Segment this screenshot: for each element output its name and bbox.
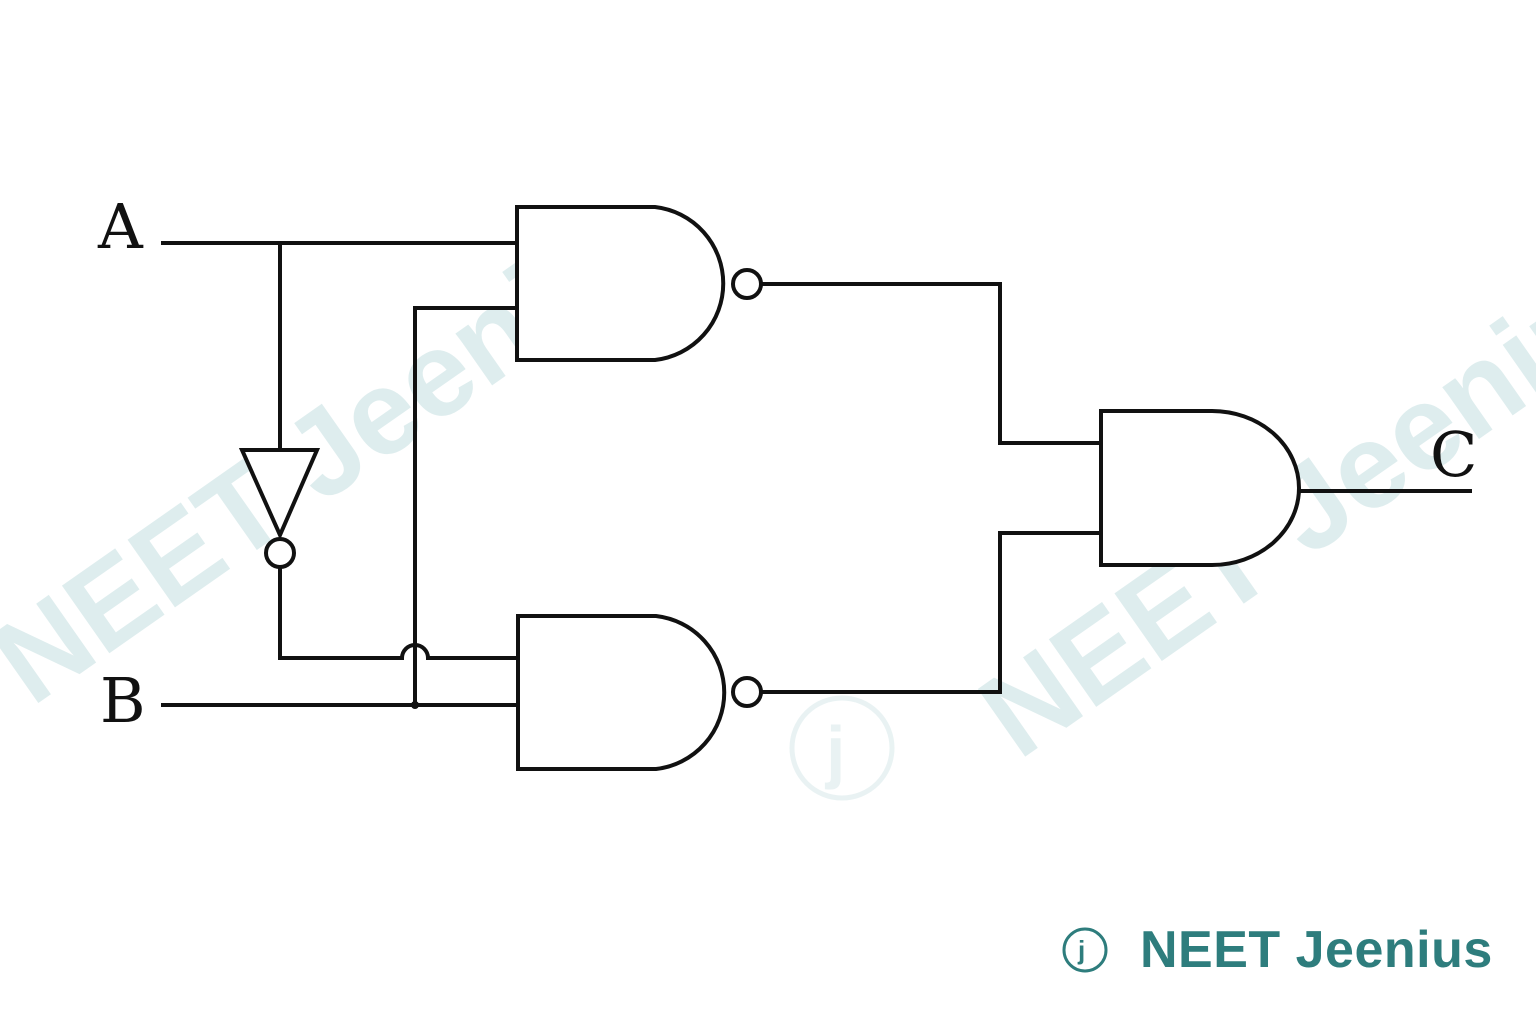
and-gate-output [1099, 409, 1301, 567]
nand-gate-bottom-body [516, 614, 727, 771]
wire-nand-bottom-out [760, 531, 1103, 694]
not-gate [238, 448, 321, 569]
brand-logo-letter: j [1077, 935, 1085, 965]
input-a-label: A [97, 190, 144, 263]
input-b-label: B [100, 664, 146, 737]
junction-b [411, 701, 419, 709]
nand-gate-top [515, 205, 763, 362]
watermark-logo-center: j [789, 695, 895, 801]
and-gate-output-body [1099, 409, 1301, 567]
watermark-logo-letter: j [824, 712, 845, 790]
brand-name: NEET Jeenius [1140, 921, 1493, 979]
nand-gate-top-body [515, 205, 726, 362]
nand-gate-bottom-bubble [731, 676, 763, 708]
brand-watermark: j NEET Jeenius [1060, 918, 1520, 982]
wire-b-to-nand-top [413, 306, 519, 707]
wire-not-to-nand-bottom [278, 566, 520, 660]
brand-logo-icon: j [1062, 927, 1108, 973]
wire-nand-top-out [760, 282, 1103, 445]
output-c-label: C [1430, 418, 1477, 491]
not-gate-bubble [264, 537, 296, 569]
nand-gate-top-bubble [731, 268, 763, 300]
nand-gate-bottom [516, 614, 763, 771]
not-gate-body [238, 448, 321, 540]
